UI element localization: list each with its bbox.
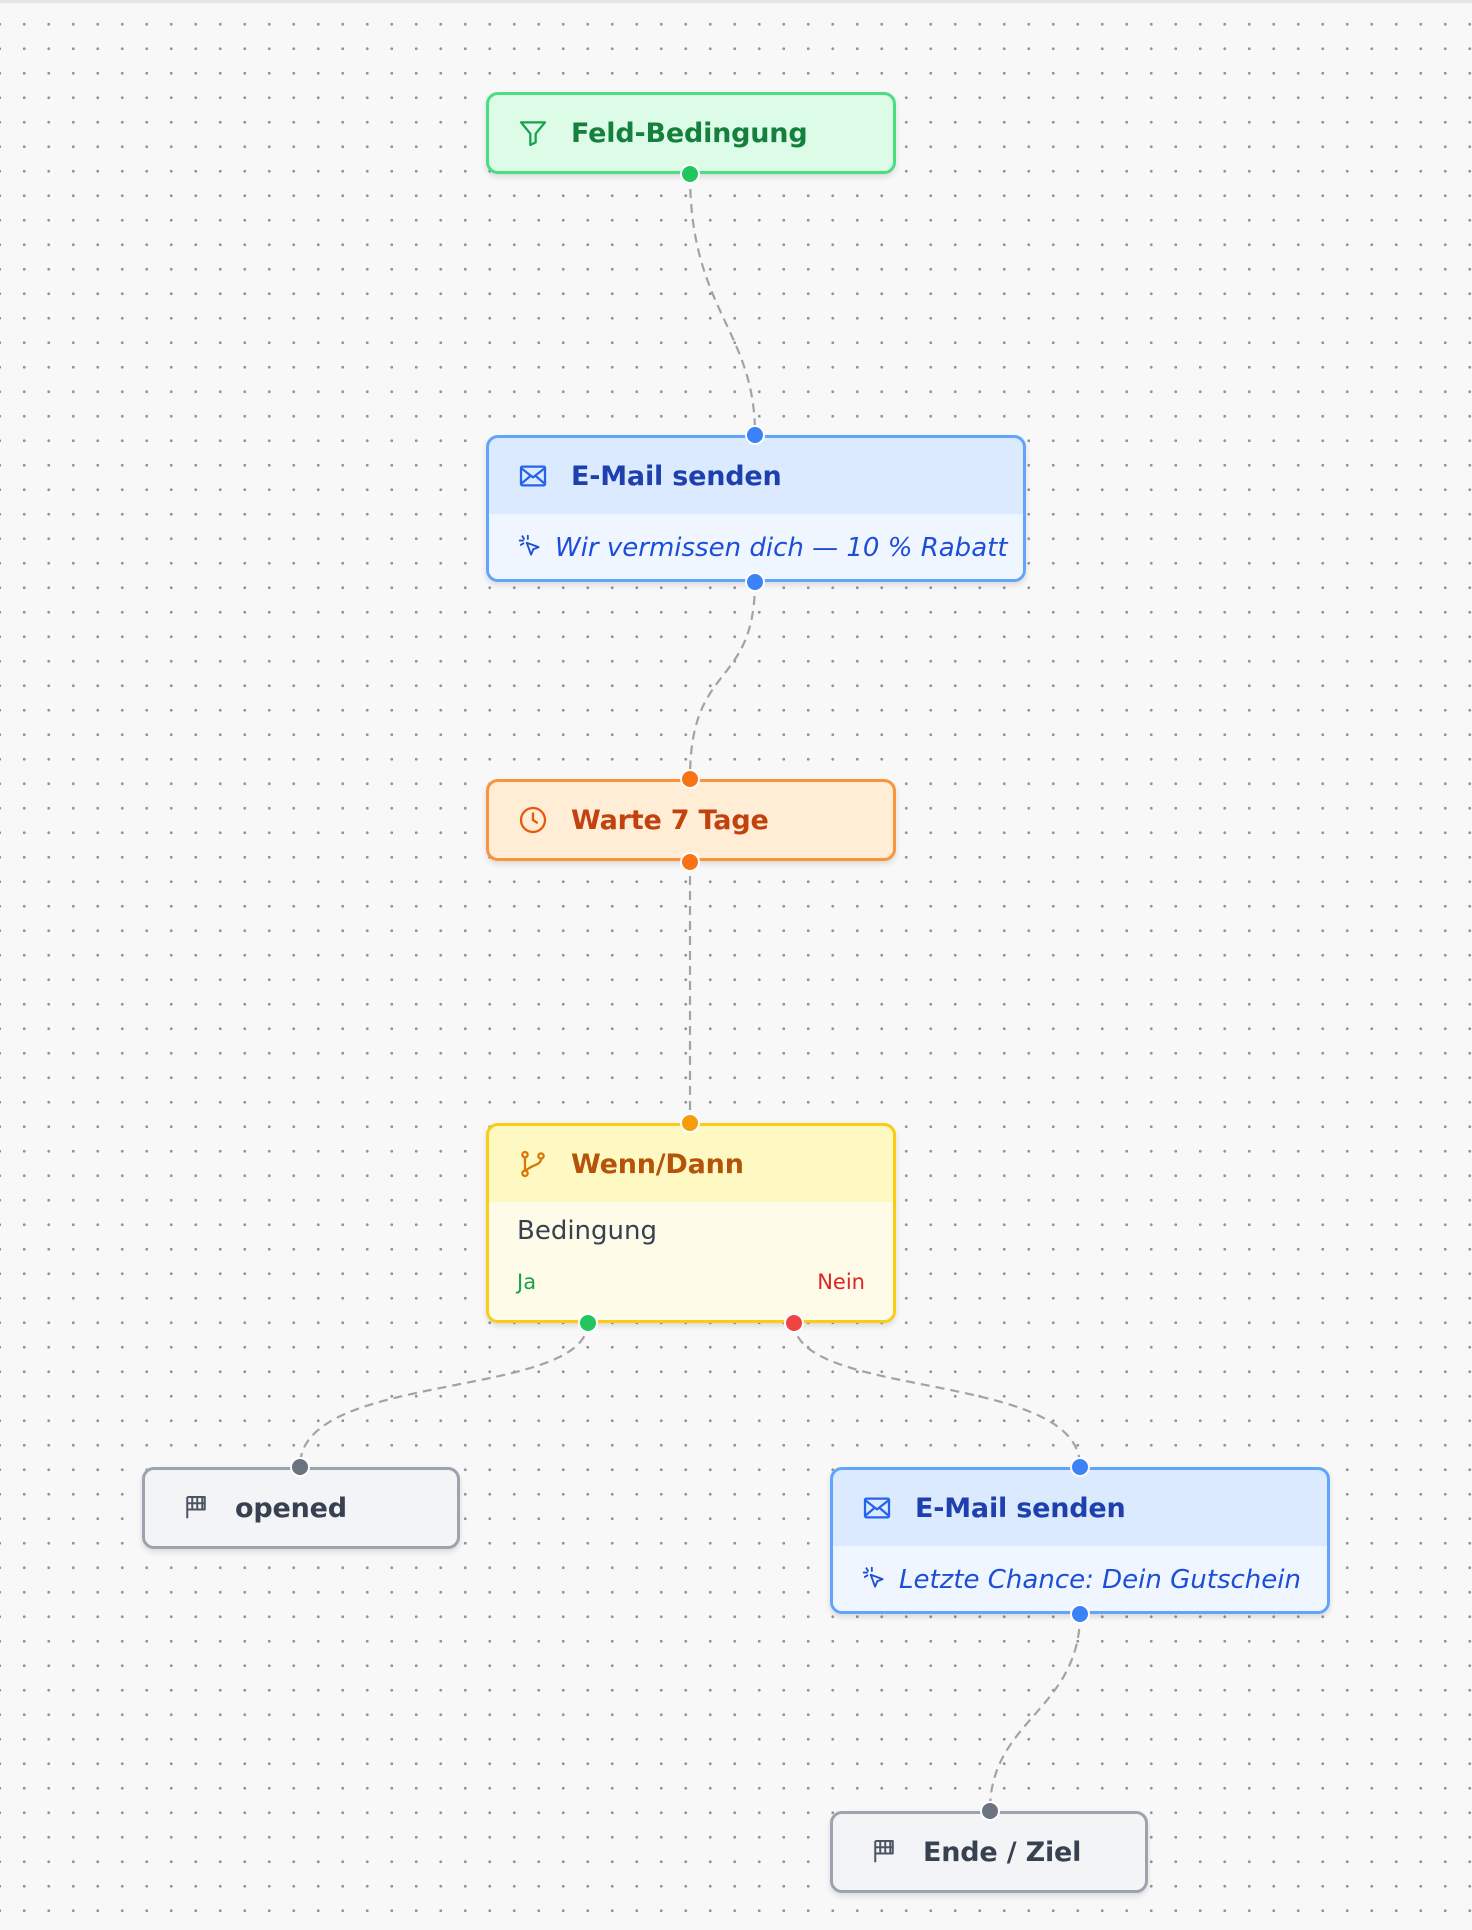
yes-source-handle[interactable] [578,1313,598,1333]
cursor-click-icon [861,1565,887,1595]
source-handle[interactable] [745,572,765,592]
envelope-icon [517,460,549,492]
edge-no-to-email[interactable] [792,1321,1082,1467]
node-if-then[interactable]: Wenn/Dann Bedingung Ja Nein [486,1123,896,1323]
node-title: Feld-Bedingung [571,117,808,149]
cursor-click-icon [517,533,543,563]
node-title: E-Mail senden [915,1492,1126,1524]
node-wait[interactable]: Warte 7 Tage [486,779,896,861]
flag-icon [869,1836,901,1868]
edge-condition-to-email[interactable] [688,173,757,435]
email-subject: Letzte Chance: Dein Gutschein [899,1564,1301,1595]
source-handle[interactable] [680,164,700,184]
condition-label: Bedingung [517,1216,658,1246]
edge-email-to-wait[interactable] [688,580,757,779]
branch-icon [517,1148,549,1180]
envelope-icon [861,1492,893,1524]
node-title: Wenn/Dann [571,1148,744,1180]
flag-icon [181,1492,213,1524]
target-handle[interactable] [745,425,765,445]
no-branch-label: Nein [817,1270,865,1294]
node-field-condition[interactable]: Feld-Bedingung [486,92,896,174]
node-send-email[interactable]: E-Mail senden Wir vermissen dich — 10 % … [486,435,1026,582]
target-handle[interactable] [1070,1457,1090,1477]
no-source-handle[interactable] [784,1313,804,1333]
source-handle[interactable] [680,852,700,872]
target-handle[interactable] [680,1113,700,1133]
edge-yes-to-opened[interactable] [298,1321,590,1467]
edge-email-to-end[interactable] [988,1613,1082,1811]
node-title: E-Mail senden [571,460,782,492]
source-handle[interactable] [1070,1604,1090,1624]
email-subject: Wir vermissen dich — 10 % Rabatt [555,532,1008,563]
target-handle[interactable] [980,1801,1000,1821]
yes-branch-label: Ja [517,1270,537,1294]
node-title: Warte 7 Tage [571,804,769,836]
clock-icon [517,804,549,836]
node-send-email-2[interactable]: E-Mail senden Letzte Chance: Dein Gutsch… [830,1467,1330,1614]
target-handle[interactable] [680,769,700,789]
target-handle[interactable] [290,1457,310,1477]
node-title: opened [235,1492,347,1524]
node-title: Ende / Ziel [923,1836,1082,1868]
node-goal-opened[interactable]: opened [142,1467,460,1549]
filter-icon [517,117,549,149]
node-goal-end[interactable]: Ende / Ziel [830,1811,1148,1893]
canvas-top-border [0,0,1472,3]
